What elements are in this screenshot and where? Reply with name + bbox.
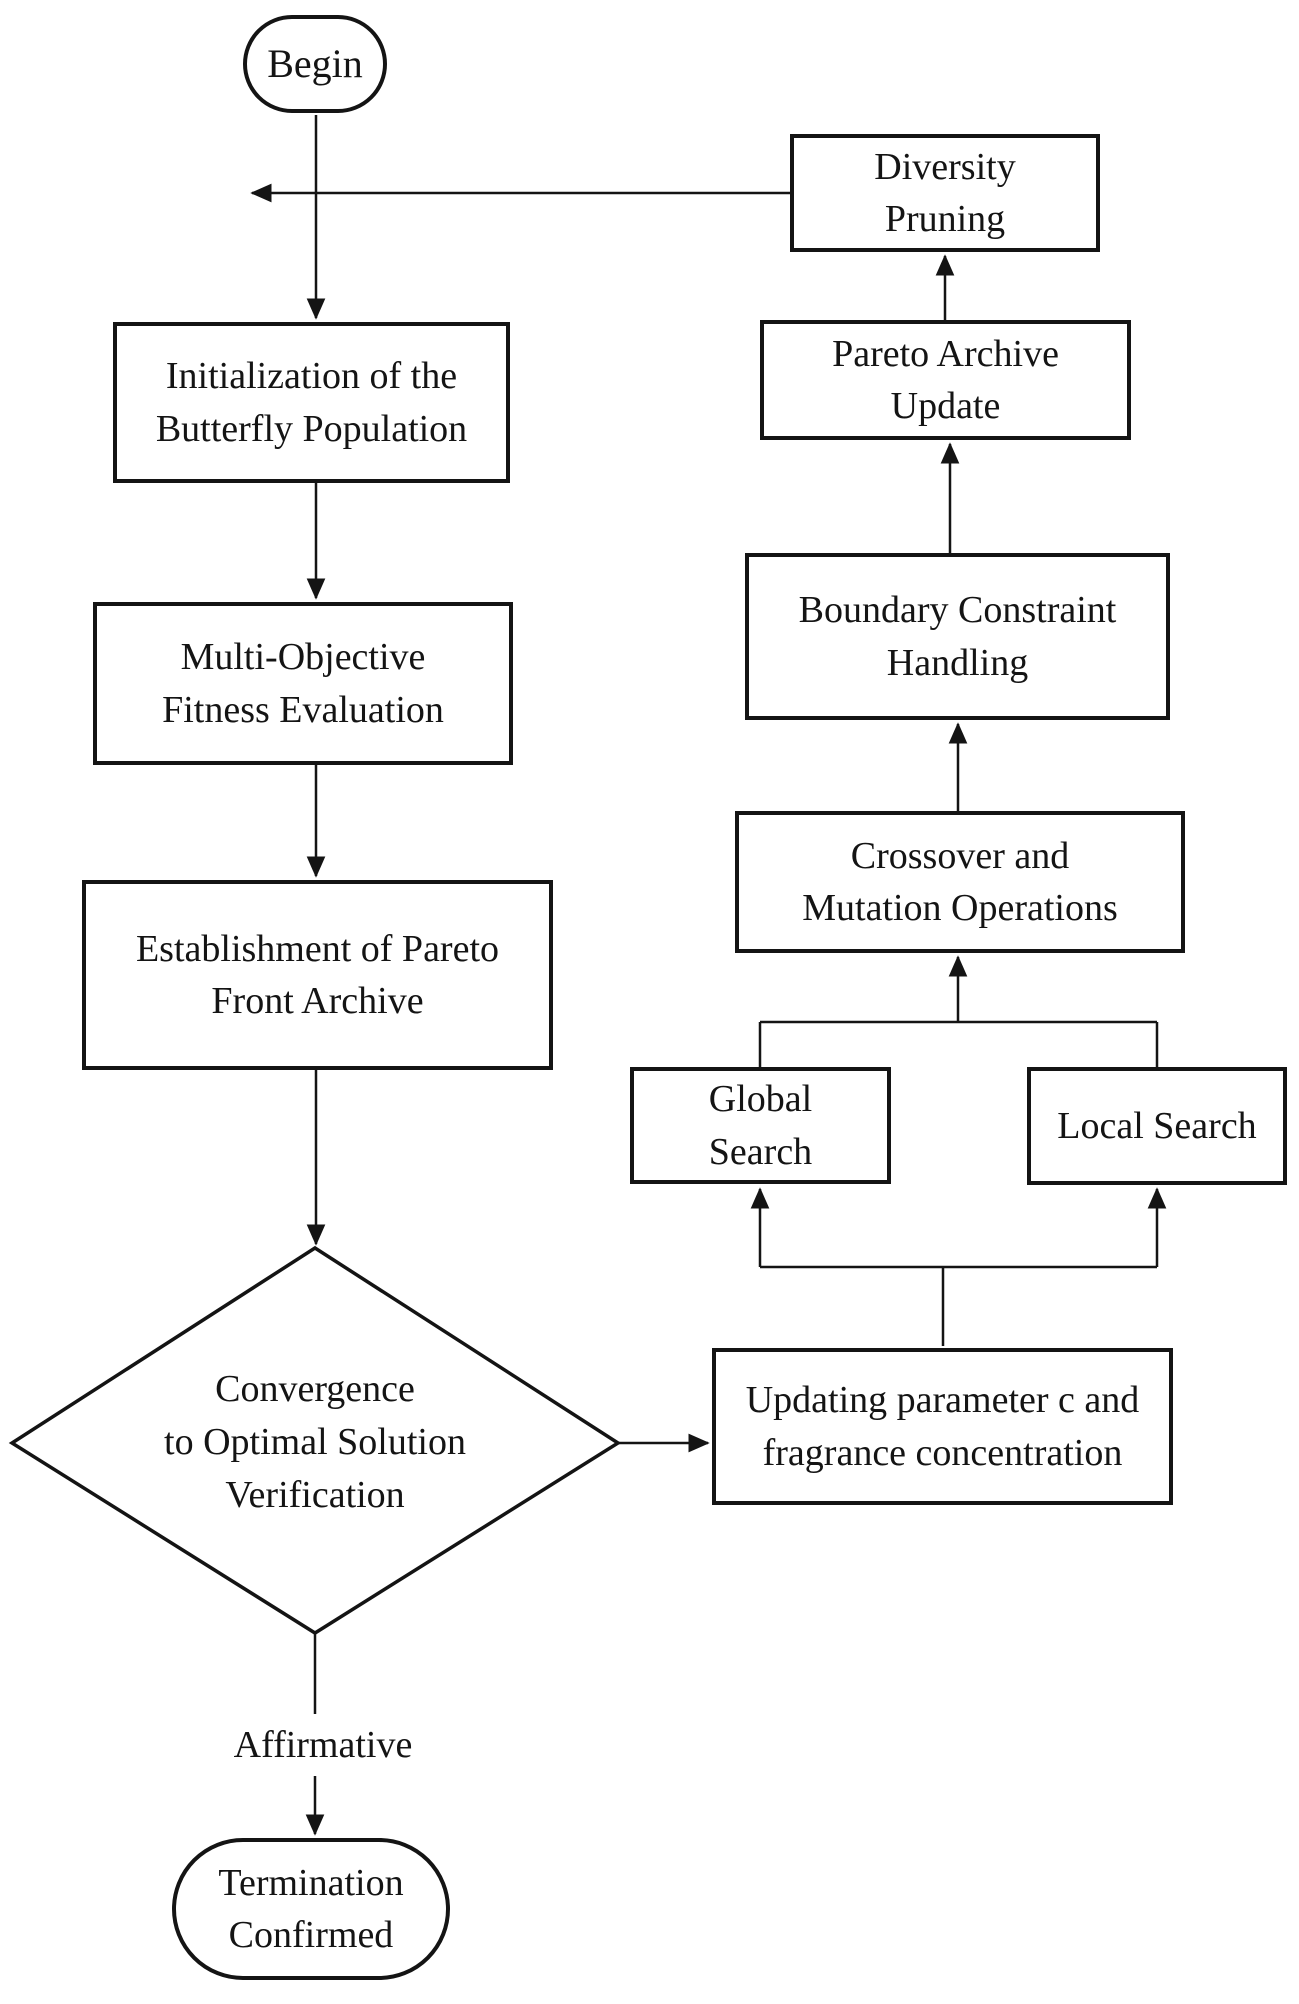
node-label-line: Global — [708, 1078, 813, 1121]
node-label-line: Pareto Archive — [832, 332, 1059, 375]
edge-label-text: Affirmative — [233, 1724, 413, 1766]
node-fitness-evaluation: Multi-Objective Fitness Evaluation — [93, 602, 513, 765]
node-global-search: Global Search — [630, 1067, 891, 1184]
node-label-line: Pruning — [884, 198, 1006, 240]
node-label-line: Confirmed — [228, 1914, 394, 1956]
branch-label-affirmative: Affirmative — [190, 1714, 456, 1776]
node-diversity-pruning: Diversity Pruning — [790, 134, 1100, 252]
node-label-line: Search — [708, 1130, 813, 1173]
node-updating-parameters: Updating parameter c and fragrance conce… — [712, 1348, 1173, 1505]
node-label-line: Initialization of the — [165, 355, 458, 398]
node-begin: Begin — [243, 15, 387, 113]
node-label-line: to Optimal Solution — [164, 1420, 466, 1463]
node-label-line: Termination — [218, 1861, 404, 1904]
node-label-line: Verification — [225, 1474, 405, 1517]
node-label-line: Establishment of Pareto — [135, 927, 500, 970]
node-label: Begin — [267, 41, 363, 87]
node-label-line: Local Search — [1057, 1104, 1257, 1147]
node-initialization: Initialization of the Butterfly Populati… — [113, 322, 510, 483]
node-label-line: Crossover and — [850, 834, 1070, 877]
node-label-line: fragrance concentration — [762, 1431, 1123, 1474]
node-local-search: Local Search — [1027, 1067, 1287, 1185]
node-label-line: Updating parameter c and — [745, 1379, 1140, 1422]
node-label-line: Diversity — [874, 145, 1016, 188]
node-label-line: Convergence — [215, 1367, 415, 1410]
node-pareto-archive-update: Pareto Archive Update — [760, 320, 1131, 440]
node-label-line: Front Archive — [211, 980, 424, 1022]
node-label-line: Update — [890, 385, 1001, 427]
node-termination: Termination Confirmed — [172, 1838, 450, 1980]
node-label-line: Butterfly Population — [155, 407, 468, 450]
node-convergence-decision: Convergence to Optimal Solution Verifica… — [65, 1315, 565, 1570]
node-label-line: Multi-Objective — [180, 636, 426, 679]
node-establishment-archive: Establishment of Pareto Front Archive — [82, 880, 553, 1070]
node-label-line: Boundary Constraint — [798, 589, 1117, 632]
node-label-line: Handling — [886, 641, 1029, 684]
node-label-line: Mutation Operations — [802, 887, 1118, 929]
node-boundary-handling: Boundary Constraint Handling — [745, 553, 1170, 720]
node-label-line: Fitness Evaluation — [162, 688, 444, 731]
node-crossover-mutation: Crossover and Mutation Operations — [735, 811, 1185, 953]
